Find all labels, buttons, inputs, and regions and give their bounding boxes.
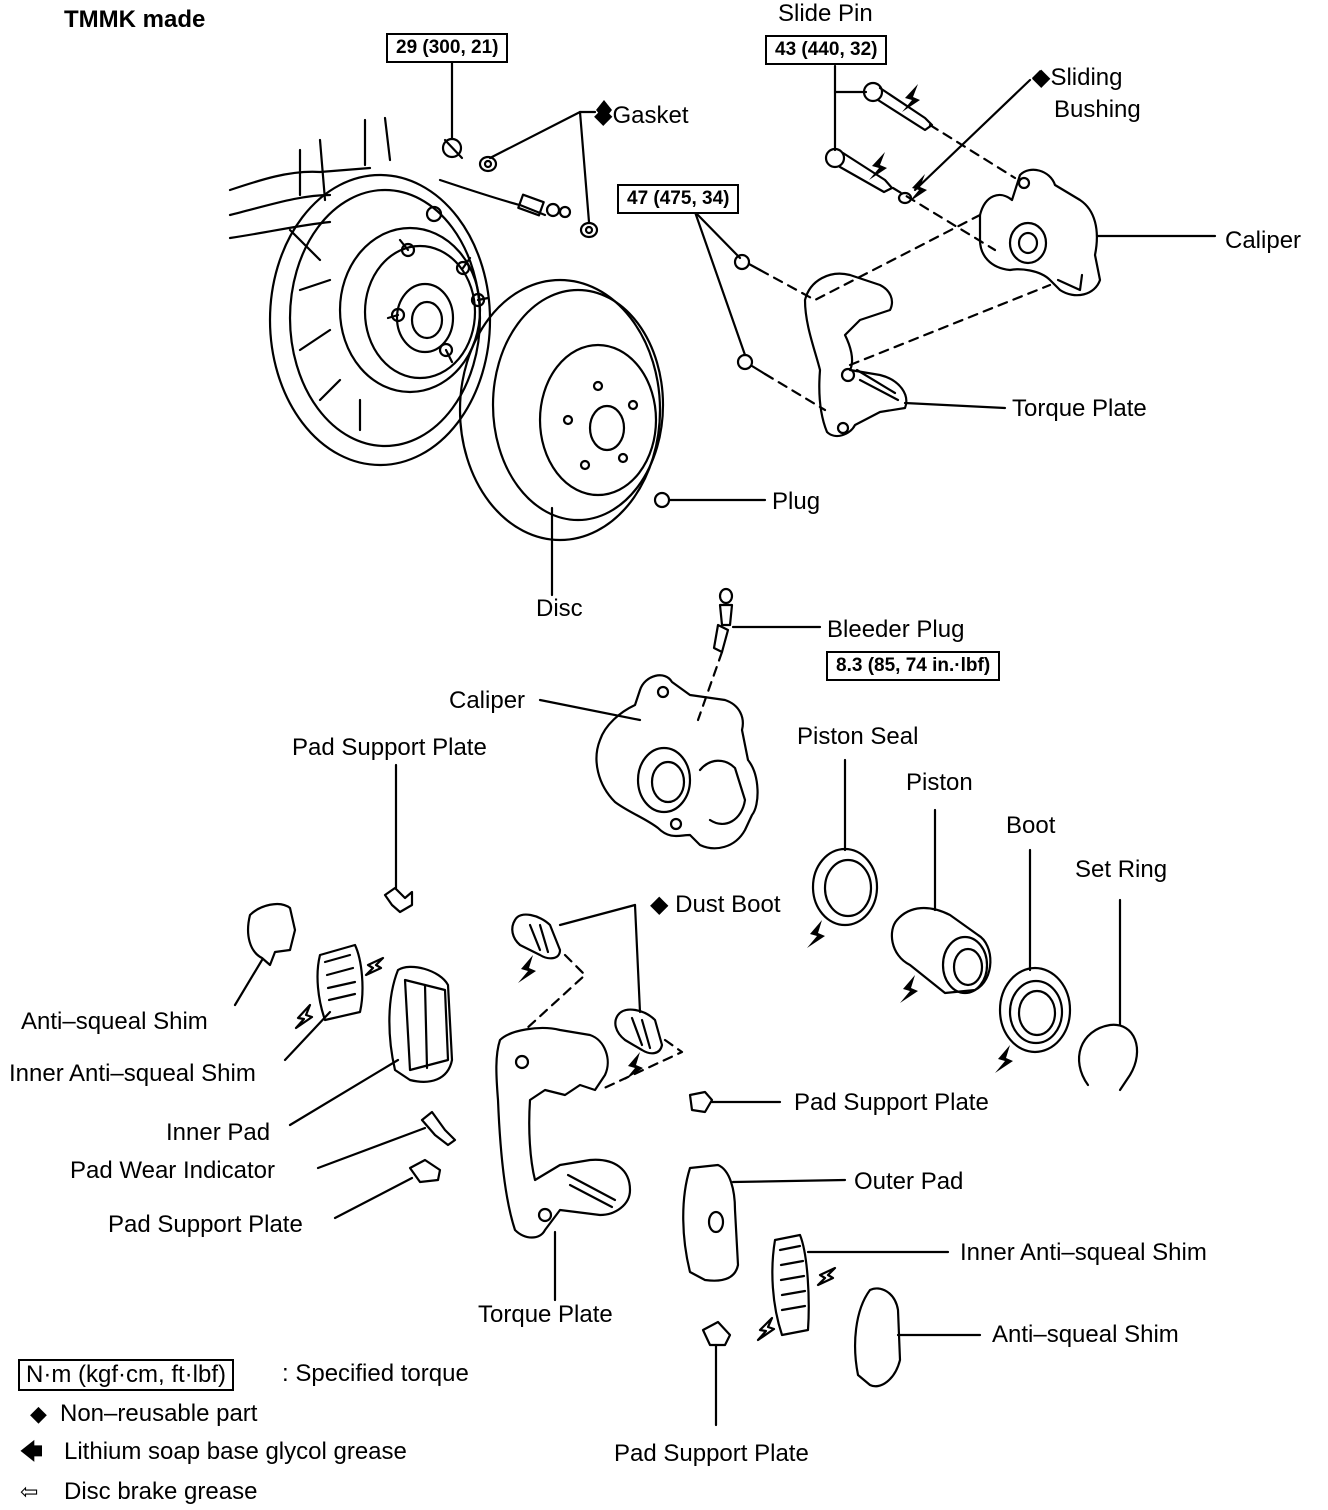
legend-disc-brake-grease: Disc brake grease xyxy=(64,1478,258,1505)
top-torque-plate-drawing xyxy=(733,253,908,438)
top-caliper-drawing xyxy=(978,168,1102,297)
label-caliper-mid: Caliper xyxy=(449,687,526,714)
label-sliding-bushing-2: Bushing xyxy=(1054,96,1141,123)
label-outer-pad: Outer Pad xyxy=(854,1168,964,1195)
label-disc: Disc xyxy=(536,595,583,622)
legend-lithium-grease: Lithium soap base glycol grease xyxy=(64,1438,407,1465)
leader-lines xyxy=(233,61,1217,1427)
diamond-icon: ◆ xyxy=(30,1401,47,1426)
label-pad-support-plate-bottom: Pad Support Plate xyxy=(614,1440,809,1467)
label-pad-support-plate-left: Pad Support Plate xyxy=(108,1211,303,1238)
legend-torque-unit: N·m (kgf·cm, ft·lbf) xyxy=(18,1359,234,1391)
legend-non-reusable: Non–reusable part xyxy=(60,1400,258,1427)
middle-caliper-drawing xyxy=(595,674,759,850)
label-boot: Boot xyxy=(1006,812,1056,839)
heading: TMMK made xyxy=(64,6,206,33)
solid-arrow-icon: 🡄 xyxy=(20,1439,43,1464)
legend-torque-desc: : Specified torque xyxy=(282,1360,469,1387)
label-bleeder-plug: Bleeder Plug xyxy=(827,616,965,643)
label-inner-anti-squeal-shim-right: Inner Anti–squeal Shim xyxy=(960,1239,1207,1266)
hub-backing-plate-drawing xyxy=(228,116,572,467)
label-anti-squeal-shim-right: Anti–squeal Shim xyxy=(992,1321,1179,1348)
left-inner-shim-drawing xyxy=(316,943,364,1022)
label-plug: Plug xyxy=(772,488,821,515)
hollow-arrow-icon: ⇦ xyxy=(20,1479,39,1504)
set-ring-drawing xyxy=(1078,1023,1139,1092)
label-sliding-bushing-1: ◆Sliding xyxy=(1032,64,1123,91)
label-pad-support-plate-1: Pad Support Plate xyxy=(292,734,487,761)
inner-pad-drawing xyxy=(388,965,454,1083)
torque-spec-gasket-bolt: 29 (300, 21) xyxy=(386,33,509,63)
piston-drawing xyxy=(890,907,992,995)
label-inner-pad: Inner Pad xyxy=(166,1119,271,1146)
left-anti-squeal-shim-drawing xyxy=(246,902,297,967)
piston-seal-drawing xyxy=(811,847,879,927)
assembly-dashed-lines xyxy=(523,123,1052,1092)
label-slide-pin: Slide Pin xyxy=(778,0,873,27)
right-inner-shim-drawing xyxy=(771,1233,810,1337)
outer-pad-drawing xyxy=(682,1163,740,1282)
label-torque-plate-top: Torque Plate xyxy=(1012,395,1147,422)
label-pad-wear-indicator: Pad Wear Indicator xyxy=(70,1157,275,1184)
label-dust-boot: ◆ Dust Boot xyxy=(650,891,781,918)
torque-spec-bleeder-plug: 8.3 (85, 74 in.·lbf) xyxy=(826,651,1001,681)
lithium-grease-marks xyxy=(518,70,1048,1080)
pad-wear-indicator-drawing xyxy=(420,1110,457,1147)
label-piston: Piston xyxy=(906,769,973,796)
label-anti-squeal-shim-left: Anti–squeal Shim xyxy=(21,1008,208,1035)
dust-boot-drawing xyxy=(511,913,664,1055)
pad-support-plate-drawings xyxy=(383,886,732,1347)
label-inner-anti-squeal-shim-left: Inner Anti–squeal Shim xyxy=(9,1060,256,1087)
torque-spec-slide-pin: 43 (440, 32) xyxy=(765,35,888,65)
label-caliper-top: Caliper xyxy=(1225,227,1302,254)
label-gasket: ◆Gasket xyxy=(594,102,689,129)
brake-disc-drawing xyxy=(458,278,671,542)
torque-spec-torque-plate-bolt: 47 (475, 34) xyxy=(617,184,740,214)
disc-grease-marks xyxy=(294,956,837,1342)
bleeder-plug-drawing xyxy=(712,587,734,654)
label-pad-support-plate-right: Pad Support Plate xyxy=(794,1089,989,1116)
label-piston-seal: Piston Seal xyxy=(797,723,919,750)
label-torque-plate-bottom: Torque Plate xyxy=(478,1301,613,1328)
bottom-torque-plate-drawing xyxy=(495,1026,632,1239)
right-anti-squeal-shim-drawing xyxy=(854,1287,902,1388)
label-set-ring: Set Ring xyxy=(1075,856,1168,883)
boot-drawing xyxy=(998,966,1072,1054)
